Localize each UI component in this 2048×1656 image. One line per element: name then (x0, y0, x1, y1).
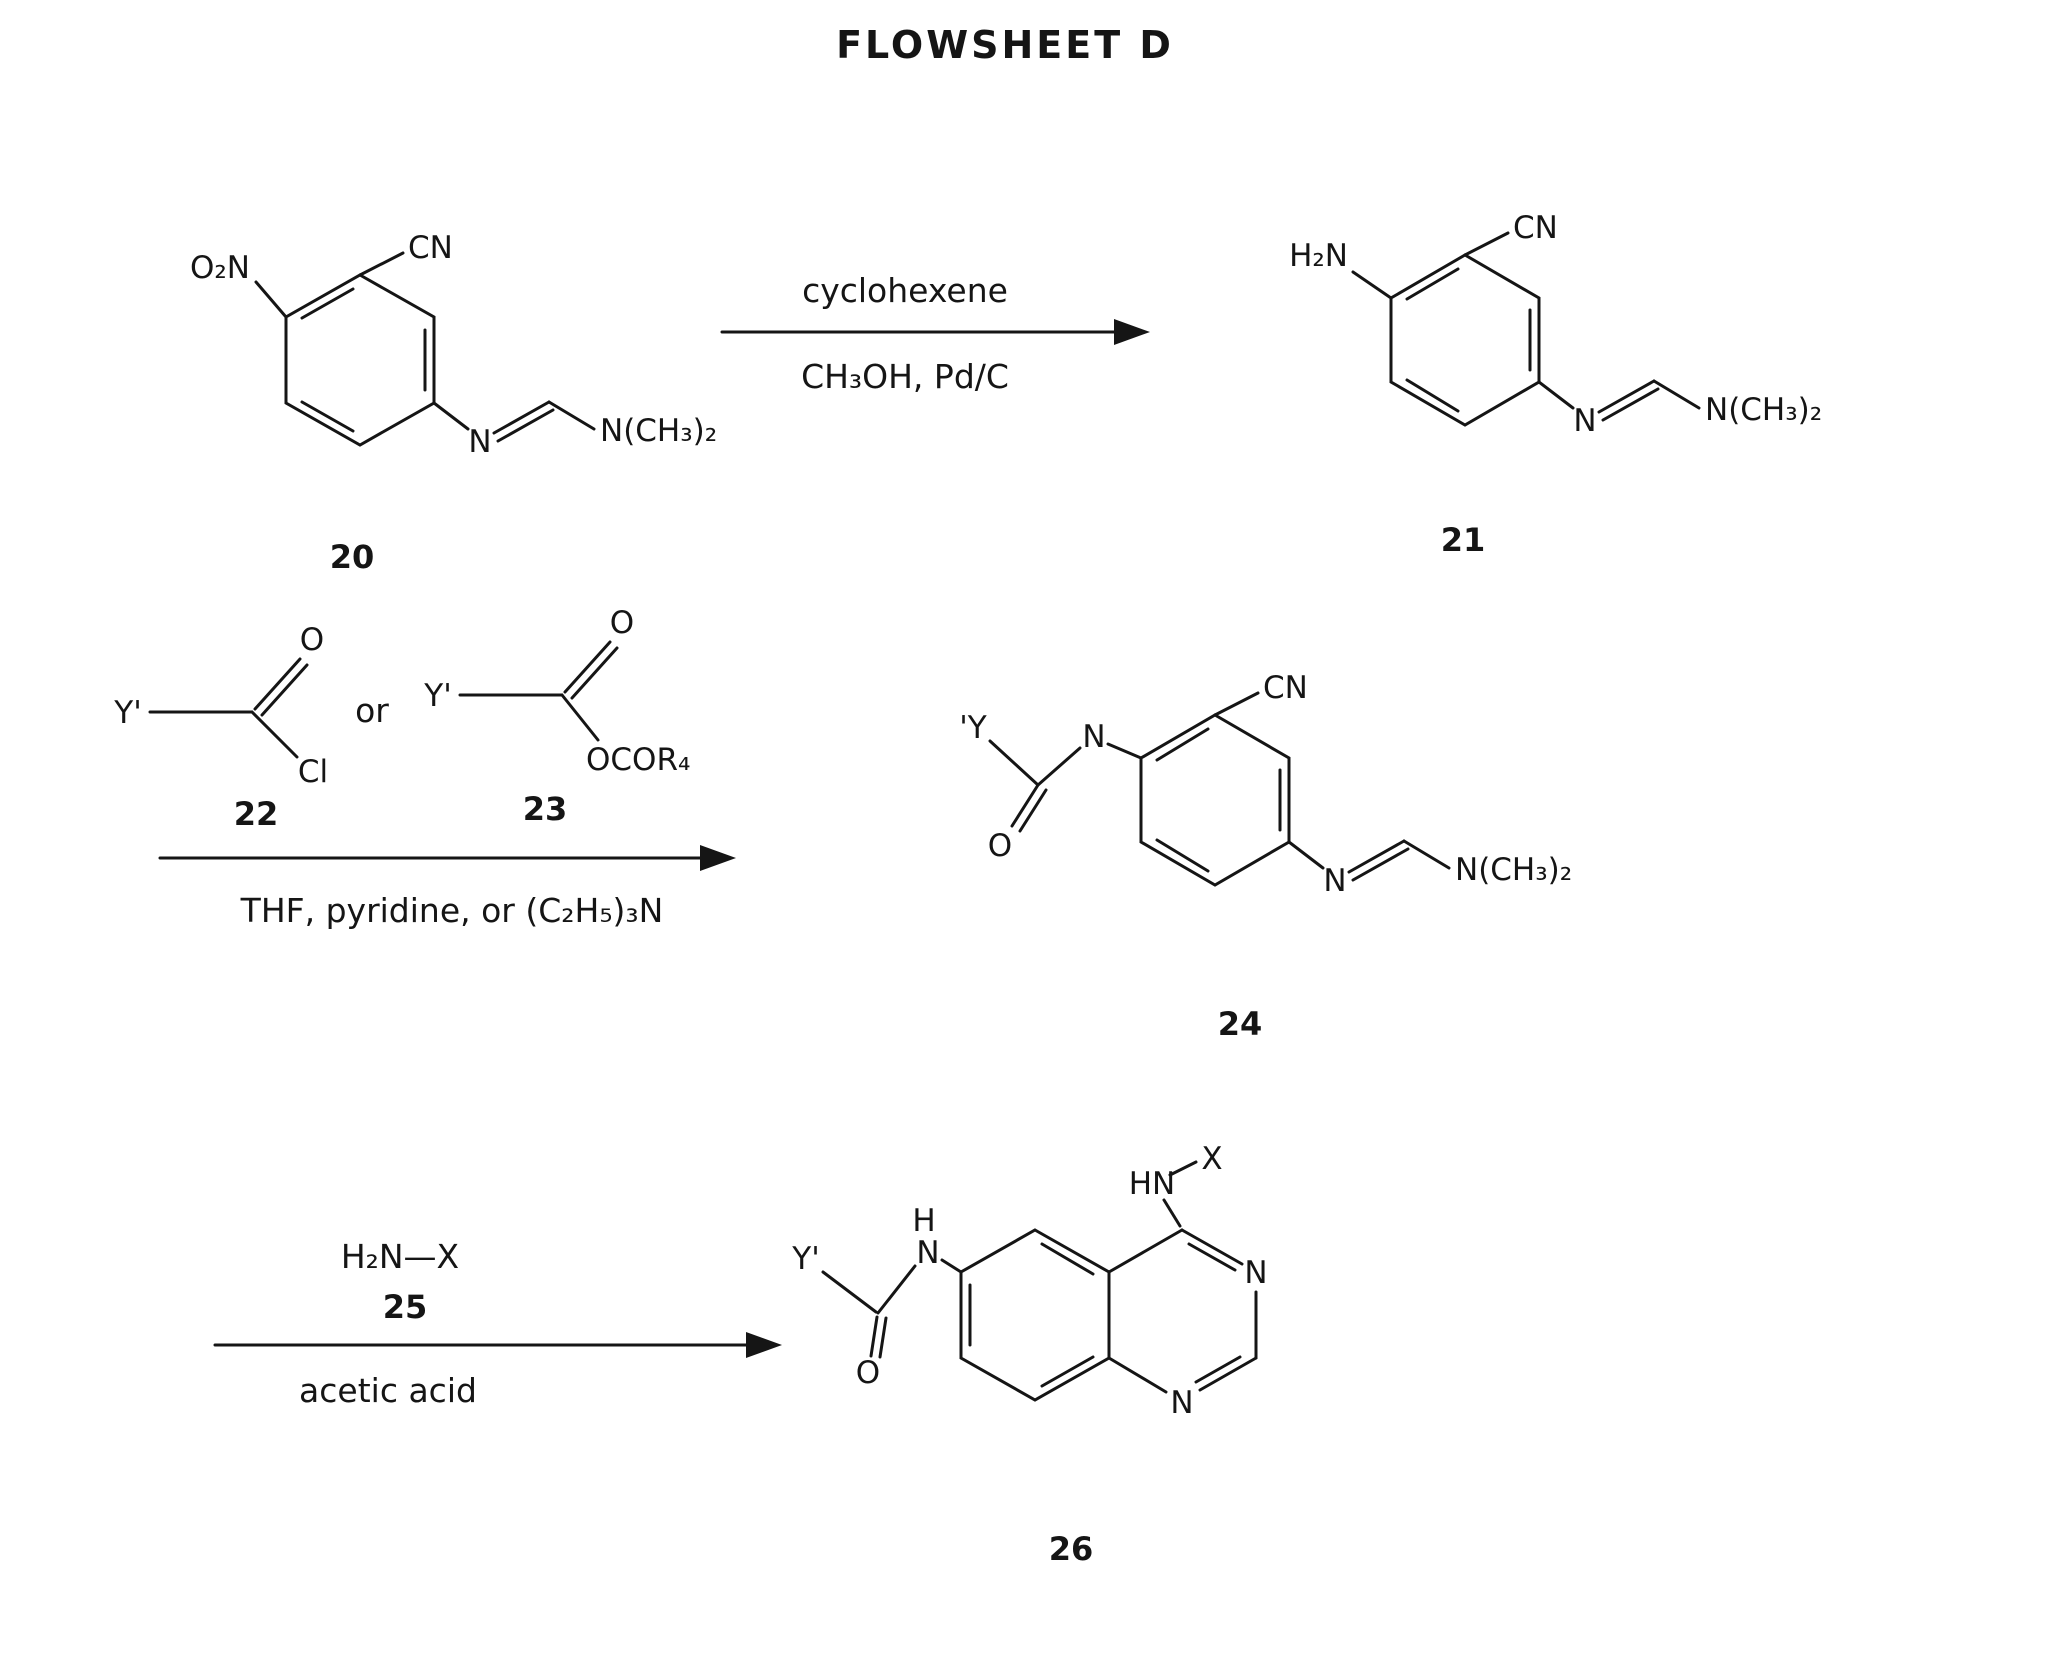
nitrile-bond (358, 251, 405, 277)
compound-number-24: 24 (1218, 1005, 1263, 1043)
nitrile-bond (1463, 231, 1510, 257)
benzene-ring-20 (284, 273, 436, 447)
compound-number-25: 25 (383, 1288, 428, 1326)
compound-24-structure: CN 'Y O N N N(CH₃)₂ 24 (959, 670, 1572, 1043)
hn-label: HN (1129, 1166, 1176, 1202)
y-prime-label: Y' (791, 1241, 819, 1277)
amine-label: H₂N (1289, 238, 1348, 274)
nitrile-label: CN (1263, 670, 1308, 706)
carbonyl-o-label: O (988, 828, 1012, 864)
reagent-above-arrow-1: cyclohexene (802, 271, 1008, 310)
ring-n1-label: N (1170, 1385, 1193, 1421)
compound-26-structure: N N HN X Y' O H N 26 (791, 1141, 1267, 1568)
ring-n3-label: N (1244, 1255, 1267, 1291)
carbonyl-o-label: O (300, 622, 324, 658)
nitrile-bond (1213, 691, 1260, 717)
compound-number-21: 21 (1441, 521, 1486, 559)
nitro-bond (254, 280, 288, 319)
carbonyl-o-label: O (610, 605, 634, 641)
amide-n-label: N (916, 1235, 939, 1271)
amine-bond (1351, 270, 1393, 300)
amidine-group-20: N N(CH₃)₂ (432, 400, 717, 460)
nitrile-label: CN (1513, 210, 1558, 246)
benzene-ring-26 (959, 1228, 1111, 1402)
or-label: or (355, 691, 389, 730)
arrow-head-icon (746, 1332, 782, 1358)
flowsheet-title: FLOWSHEET D (836, 23, 1174, 67)
amide-h-label: H (912, 1203, 935, 1239)
arrow-head-icon (700, 845, 736, 871)
dimethylamino-label: N(CH₃)₂ (600, 413, 717, 449)
amine-reagent-label: H₂N—X (341, 1237, 459, 1276)
leaving-group-label: OCOR₄ (586, 742, 690, 778)
compound-number-26: 26 (1049, 1530, 1094, 1568)
dimethylamino-label: N(CH₃)₂ (1705, 392, 1822, 428)
amidine-n-label: N (1323, 863, 1346, 899)
amidine-group-24: N N(CH₃)₂ (1287, 839, 1572, 899)
reaction-arrow-1: cyclohexene CH₃OH, Pd/C (720, 271, 1150, 396)
pyrimidine-ring-26: N N (1107, 1228, 1268, 1421)
amide-n-label: N (1082, 719, 1105, 755)
y-prime-label: 'Y (959, 710, 987, 746)
amidine-group-21: N N(CH₃)₂ (1537, 379, 1822, 439)
amidine-n-label: N (468, 424, 491, 460)
chloride-bond (250, 710, 299, 759)
y-prime-label: Y' (113, 695, 141, 731)
nitro-label: O₂N (190, 250, 250, 286)
hn-x-group: HN X (1129, 1141, 1223, 1228)
amide-group-24: 'Y O N (959, 710, 1143, 864)
compound-20-structure: O₂N CN N N(CH₃)₂ 20 (190, 230, 717, 576)
compound-number-22: 22 (234, 795, 279, 833)
compound-21-structure: H₂N CN N N(CH₃)₂ 21 (1289, 210, 1822, 559)
dimethylamino-label: N(CH₃)₂ (1455, 852, 1572, 888)
carbonyl-double-bond (253, 657, 309, 717)
carbonyl-double-bond (563, 640, 619, 700)
carbonyl-o-label: O (856, 1355, 880, 1391)
leaving-group-bond (560, 693, 600, 742)
reagent-below-arrow-3: acetic acid (299, 1371, 477, 1410)
nitrile-label: CN (408, 230, 453, 266)
amidine-n-label: N (1573, 403, 1596, 439)
amide-group-26: Y' O H N (791, 1203, 963, 1391)
benzene-ring-24 (1139, 713, 1291, 887)
y-prime-label: Y' (423, 678, 451, 714)
compound-number-20: 20 (330, 538, 375, 576)
reaction-arrow-2: THF, pyridine, or (C₂H₅)₃N (158, 845, 736, 930)
x-label: X (1201, 1141, 1222, 1177)
chloride-label: Cl (298, 754, 328, 790)
compound-23-structure: Y' O OCOR₄ 23 (423, 605, 690, 828)
compound-number-23: 23 (523, 790, 568, 828)
reagent-below-arrow-2: THF, pyridine, or (C₂H₅)₃N (240, 891, 664, 930)
benzene-ring-21 (1389, 253, 1541, 427)
reagent-below-arrow-1: CH₃OH, Pd/C (801, 357, 1009, 396)
arrow-head-icon (1114, 319, 1150, 345)
compound-22-structure: Y' O Cl 22 (113, 622, 328, 833)
reaction-arrow-3: H₂N—X 25 acetic acid (213, 1237, 782, 1410)
